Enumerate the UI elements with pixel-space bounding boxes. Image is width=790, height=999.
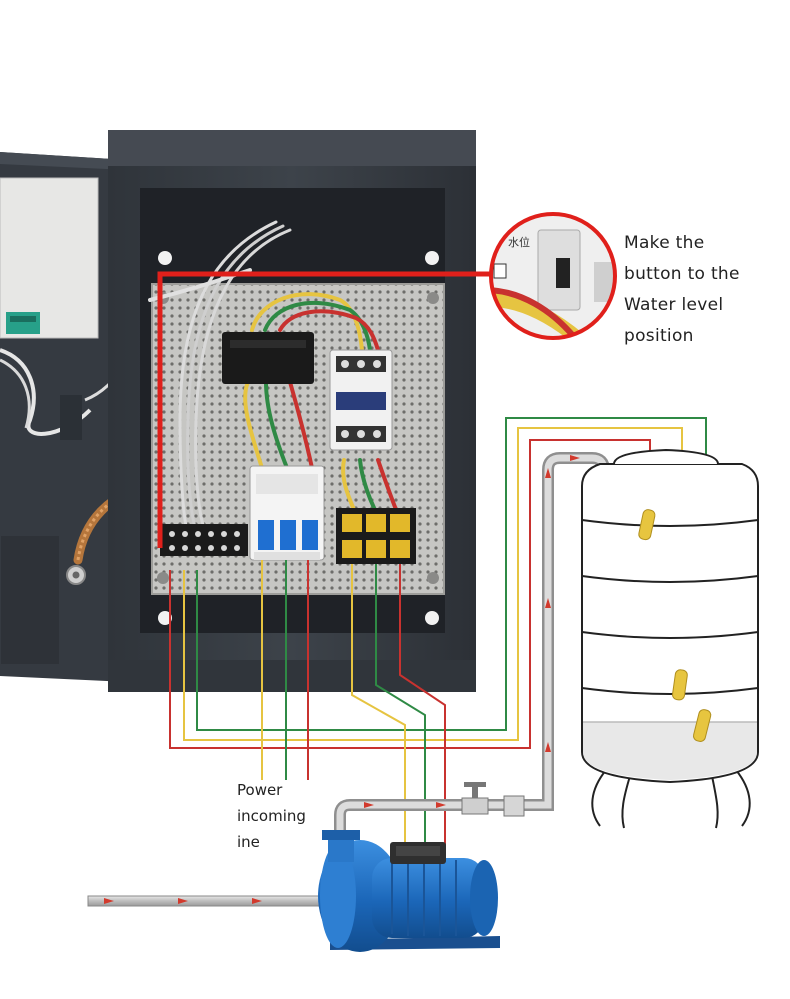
power-incoming-label: Power incoming ine — [237, 777, 306, 855]
callout-instruction: Make the button to the Water level posit… — [624, 228, 784, 352]
callout-line-4: position — [624, 326, 694, 346]
contactor-icon — [329, 349, 393, 451]
callout-zoom: 水位 — [489, 212, 617, 340]
callout-line-1: Make the — [624, 233, 705, 253]
power-line-2: incoming — [237, 807, 306, 825]
water-pipes — [87, 452, 618, 907]
callout-line-2: button to the — [624, 264, 740, 284]
power-line-3: ine — [237, 833, 260, 851]
float-switch-icon — [638, 509, 712, 742]
relay-module — [222, 332, 314, 384]
terminal-block-icon — [160, 508, 416, 564]
water-pump — [318, 830, 500, 952]
flow-arrow-icon — [104, 455, 580, 904]
breaker-icon — [249, 465, 325, 561]
water-tank — [581, 448, 759, 829]
switch-label: 水位 — [508, 235, 530, 249]
callout-line-3: Water level — [624, 295, 724, 315]
callout-pointer — [157, 271, 500, 548]
power-line-1: Power — [237, 781, 283, 799]
